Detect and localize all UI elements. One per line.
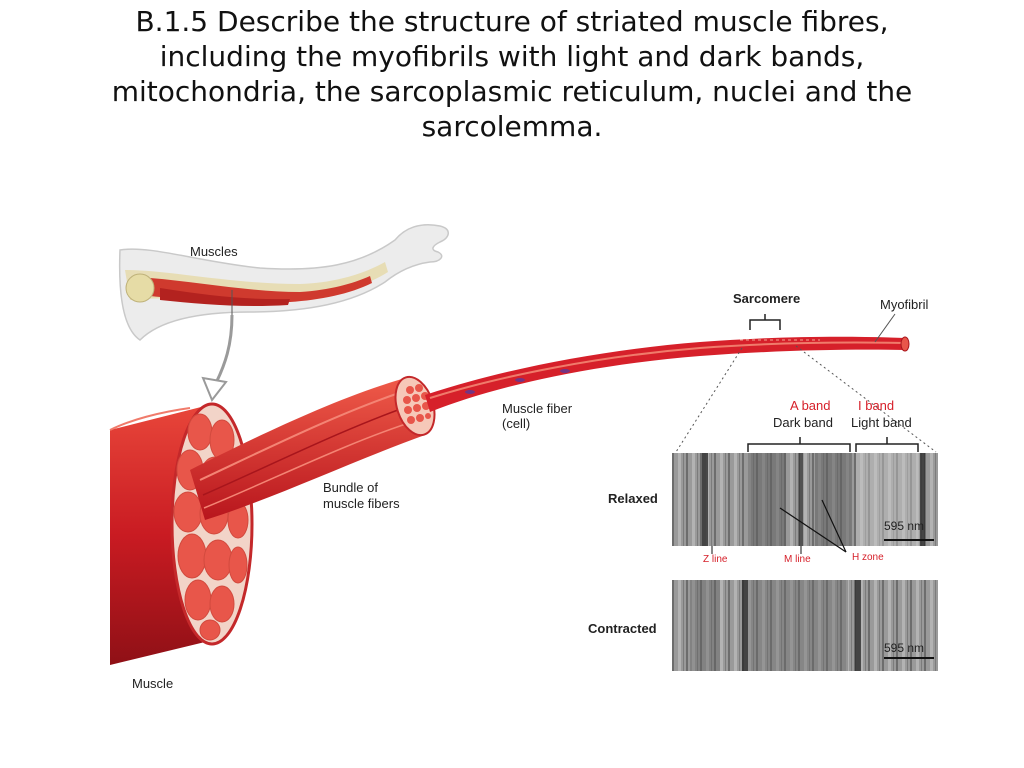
- micrograph-relaxed: [672, 453, 938, 553]
- label-bundle: Bundle of: [323, 480, 378, 495]
- label-light-band: Light band: [851, 415, 912, 430]
- label-muscles: Muscles: [190, 244, 238, 259]
- a-band-bracket: [747, 437, 851, 452]
- leader-line: [874, 313, 896, 343]
- label-z-line: Z line: [703, 554, 728, 565]
- micrograph-contracted: [672, 580, 938, 671]
- label-h-zone: H zone: [852, 552, 884, 563]
- title-line: B.1.5 Describe the structure of striated…: [135, 5, 889, 38]
- scale-relaxed: 595 nm: [884, 519, 924, 533]
- arrow-head-icon: [201, 376, 228, 402]
- label-dark-band: Dark band: [773, 415, 833, 430]
- fiber-bundle: [190, 375, 436, 520]
- slide-title: B.1.5 Describe the structure of striated…: [20, 4, 1004, 144]
- label-a-band: A band: [790, 398, 831, 413]
- label-i-band: I band: [858, 398, 894, 413]
- muscle-cylinder: [109, 402, 254, 665]
- arm-illustration: [118, 224, 449, 341]
- label-bundle-fibers: muscle fibers: [323, 496, 400, 511]
- label-relaxed: Relaxed: [608, 491, 658, 506]
- title-line: sarcolemma.: [421, 110, 603, 143]
- scale-contracted: 595 nm: [884, 641, 924, 655]
- arrow-path: [213, 314, 234, 386]
- label-muscle-fiber-cell: (cell): [502, 416, 530, 431]
- label-m-line: M line: [784, 554, 811, 565]
- label-sarcomere: Sarcomere: [733, 291, 800, 306]
- muscle-fiber: [425, 336, 910, 412]
- title-line: including the myofibrils with light and …: [159, 40, 865, 73]
- label-muscle: Muscle: [132, 676, 173, 691]
- zoom-line: [795, 345, 937, 453]
- label-myofibril: Myofibril: [880, 297, 929, 312]
- sarcomere-bracket: [749, 314, 781, 330]
- zoom-line: [675, 347, 743, 453]
- title-line: mitochondria, the sarcoplasmic reticulum…: [111, 75, 913, 108]
- label-muscle-fiber: Muscle fiber: [502, 401, 573, 416]
- label-contracted: Contracted: [588, 621, 657, 636]
- i-band-bracket: [855, 437, 919, 452]
